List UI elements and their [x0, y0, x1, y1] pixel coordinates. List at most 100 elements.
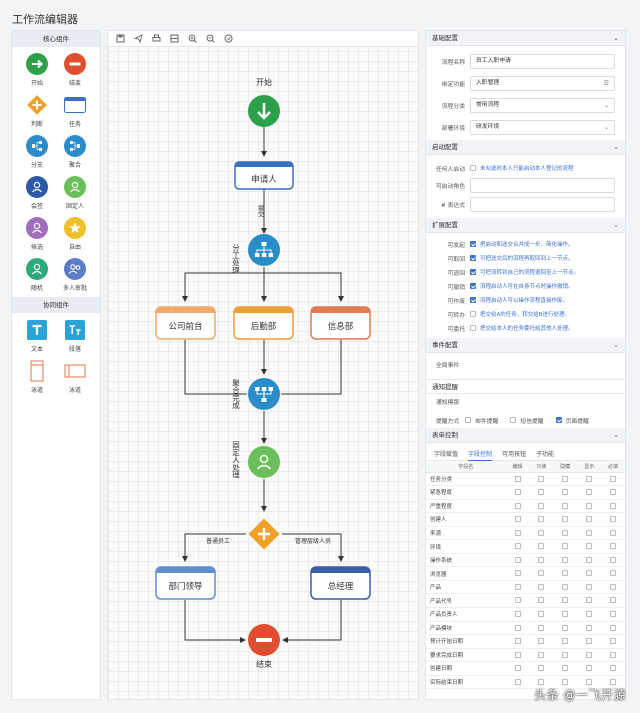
field-permission-checkbox[interactable]	[610, 610, 617, 617]
send-icon[interactable]	[134, 34, 143, 43]
notify-method-checkbox[interactable]	[510, 417, 517, 423]
field-permission-checkbox[interactable]	[562, 624, 569, 631]
field-permission-checkbox[interactable]	[610, 516, 617, 523]
field-permission-checkbox[interactable]	[586, 651, 593, 658]
field-permission-checkbox[interactable]	[610, 624, 617, 631]
field-permission-checkbox[interactable]	[514, 665, 521, 672]
palette-item-task[interactable]: 任务	[56, 94, 94, 128]
extend-option-checkbox[interactable]	[470, 297, 476, 303]
field-permission-checkbox[interactable]	[586, 570, 593, 577]
form-tab[interactable]: 可用按钮	[502, 451, 527, 458]
flow-canvas[interactable]: 开始 申请人 提交 分工处理 公司前台	[107, 30, 419, 700]
split-node[interactable]	[248, 234, 280, 266]
field-permission-checkbox[interactable]	[586, 543, 593, 550]
notify-method-option[interactable]: 邮件提醒	[465, 416, 498, 425]
field-permission-checkbox[interactable]	[562, 543, 569, 550]
field-permission-checkbox[interactable]	[562, 475, 569, 482]
palette-item-branch[interactable]: 分支	[18, 135, 56, 169]
save-icon[interactable]	[116, 34, 125, 43]
select-field[interactable]: 研发环境⌄	[470, 119, 615, 135]
end-node[interactable]	[248, 624, 280, 656]
form-control-header[interactable]: 表单控制⌄	[426, 428, 625, 443]
palette-item-candidate-user[interactable]: 候选	[18, 217, 56, 251]
field-permission-checkbox[interactable]	[610, 638, 617, 645]
notify-method-option[interactable]: 短信提醒	[510, 416, 544, 425]
field-permission-checkbox[interactable]	[586, 529, 593, 536]
zoom-out-icon[interactable]	[206, 34, 215, 43]
field-permission-checkbox[interactable]	[514, 610, 521, 617]
field-permission-checkbox[interactable]	[514, 502, 521, 509]
field-permission-checkbox[interactable]	[586, 678, 593, 685]
field-permission-checkbox[interactable]	[538, 516, 545, 523]
field-permission-checkbox[interactable]	[586, 516, 593, 523]
field-permission-checkbox[interactable]	[538, 529, 545, 536]
print-icon[interactable]	[152, 34, 161, 43]
field-permission-checkbox[interactable]	[610, 502, 617, 509]
field-permission-checkbox[interactable]	[538, 610, 545, 617]
gateway-node[interactable]	[248, 518, 280, 550]
field-permission-checkbox[interactable]	[610, 678, 617, 685]
palette-item-random-user[interactable]: 随机	[18, 258, 56, 292]
launch-config-header[interactable]: 启动配置⌄	[426, 140, 625, 155]
palette-item-swimlane-horizontal[interactable]: 泳道	[56, 360, 94, 394]
event-config-header[interactable]: 事件配置⌄	[426, 338, 625, 353]
field-permission-checkbox[interactable]	[610, 475, 617, 482]
palette-item-multi-approval[interactable]: 多人审批	[56, 258, 94, 292]
palette-item-paragraph[interactable]: 段落	[56, 319, 94, 353]
expression-field[interactable]	[470, 197, 615, 212]
form-tab[interactable]: 字段赋值	[434, 451, 459, 458]
field-permission-checkbox[interactable]	[538, 556, 545, 563]
notify-method-option[interactable]: 页面提醒	[555, 416, 589, 425]
field-permission-checkbox[interactable]	[538, 678, 545, 685]
field-permission-checkbox[interactable]	[586, 489, 593, 496]
task-node-front-desk[interactable]: 公司前台	[155, 306, 216, 340]
notify-method-checkbox[interactable]	[465, 417, 472, 423]
field-permission-checkbox[interactable]	[562, 597, 569, 604]
palette-item-gateway-plus[interactable]: 判断	[18, 94, 56, 128]
field-permission-checkbox[interactable]	[586, 502, 593, 509]
extend-option-checkbox[interactable]	[470, 311, 476, 317]
field-permission-checkbox[interactable]	[586, 610, 593, 617]
palette-item-swimlane-vertical[interactable]: 泳道	[18, 360, 56, 394]
field-permission-checkbox[interactable]	[562, 502, 569, 509]
field-permission-checkbox[interactable]	[562, 678, 569, 685]
start-role-field[interactable]	[470, 178, 615, 193]
field-permission-checkbox[interactable]	[586, 583, 593, 590]
palette-item-free-star[interactable]: 自由	[56, 217, 94, 251]
list-icon[interactable]: ☰	[603, 79, 609, 87]
field-permission-checkbox[interactable]	[562, 610, 569, 617]
field-permission-checkbox[interactable]	[514, 638, 521, 645]
field-permission-checkbox[interactable]	[610, 597, 617, 604]
start-node[interactable]	[248, 95, 280, 127]
field-permission-checkbox[interactable]	[610, 543, 617, 550]
field-permission-checkbox[interactable]	[514, 678, 521, 685]
field-permission-checkbox[interactable]	[514, 583, 521, 590]
field-permission-checkbox[interactable]	[562, 583, 569, 590]
basic-config-header[interactable]: 基础配置⌄	[426, 31, 625, 46]
field-permission-checkbox[interactable]	[538, 597, 545, 604]
field-permission-checkbox[interactable]	[562, 665, 569, 672]
field-permission-checkbox[interactable]	[586, 638, 593, 645]
field-permission-checkbox[interactable]	[586, 665, 593, 672]
field-permission-checkbox[interactable]	[562, 651, 569, 658]
field-permission-checkbox[interactable]	[562, 516, 569, 523]
form-tab[interactable]: 字段控制	[468, 449, 493, 461]
extend-option-checkbox[interactable]	[470, 325, 476, 331]
field-permission-checkbox[interactable]	[538, 489, 545, 496]
field-permission-checkbox[interactable]	[586, 556, 593, 563]
merge-node[interactable]	[248, 378, 280, 410]
field-permission-checkbox[interactable]	[538, 502, 545, 509]
palette-item-minus[interactable]: 结束	[56, 53, 94, 87]
field-permission-checkbox[interactable]	[514, 516, 521, 523]
field-permission-checkbox[interactable]	[610, 529, 617, 536]
fit-icon[interactable]	[170, 34, 179, 43]
field-permission-checkbox[interactable]	[514, 489, 521, 496]
notify-header[interactable]: 通知提醒	[426, 379, 625, 394]
field-permission-checkbox[interactable]	[538, 570, 545, 577]
field-permission-checkbox[interactable]	[586, 597, 593, 604]
field-permission-checkbox[interactable]	[514, 570, 521, 577]
task-node-logistics[interactable]: 后勤部	[233, 306, 294, 340]
reset-icon[interactable]	[224, 34, 233, 43]
field-permission-checkbox[interactable]	[538, 475, 545, 482]
extend-option-checkbox[interactable]	[470, 269, 476, 275]
